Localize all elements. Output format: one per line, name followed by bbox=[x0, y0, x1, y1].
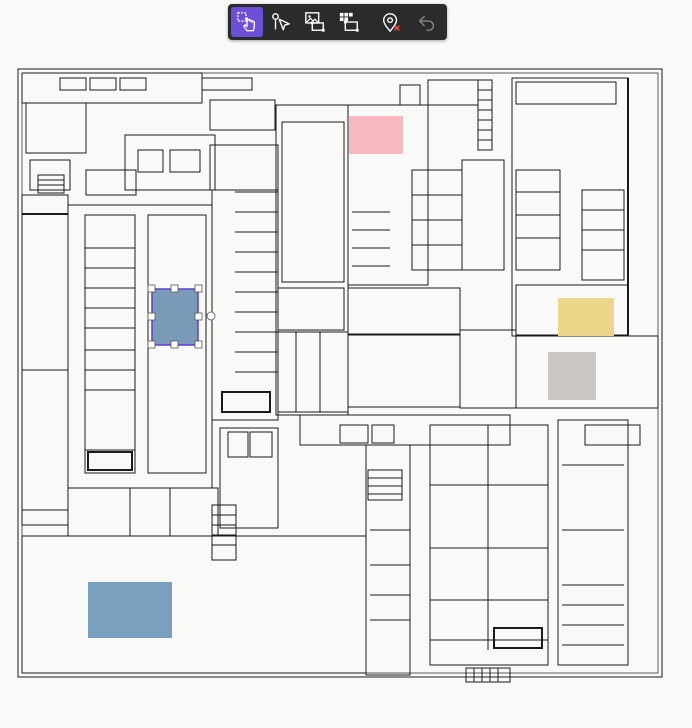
bottom-center-wing bbox=[429, 424, 549, 666]
image-area-button[interactable] bbox=[299, 7, 331, 37]
pink-zone[interactable] bbox=[349, 116, 403, 154]
stairs-center bbox=[367, 469, 403, 501]
rotate-handle[interactable] bbox=[206, 311, 216, 321]
point-select-button[interactable] bbox=[265, 7, 297, 37]
lower-left-area bbox=[21, 535, 367, 674]
resize-handle[interactable] bbox=[170, 340, 179, 349]
image-bounding-box-icon bbox=[305, 12, 325, 32]
grid-bounding-box-icon bbox=[339, 12, 359, 32]
resize-handle[interactable] bbox=[147, 312, 156, 321]
remove-location-button[interactable] bbox=[375, 7, 407, 37]
left-wing bbox=[67, 204, 213, 489]
stairs-bottom bbox=[465, 667, 511, 683]
resize-handle[interactable] bbox=[194, 340, 203, 349]
pointer-hand-select-icon bbox=[237, 12, 255, 32]
resize-handle[interactable] bbox=[147, 340, 156, 349]
undo-arrow-icon bbox=[418, 15, 435, 32]
select-tool-button[interactable] bbox=[231, 7, 263, 37]
resize-handle[interactable] bbox=[147, 284, 156, 293]
stairs-top-left bbox=[37, 174, 65, 194]
bottom-left-wing bbox=[365, 444, 411, 676]
large-hall bbox=[347, 334, 461, 408]
blue-zone[interactable] bbox=[88, 582, 172, 638]
stairs-top-center bbox=[477, 79, 493, 151]
resize-handle[interactable] bbox=[194, 284, 203, 293]
pin-cursor-icon bbox=[272, 13, 290, 31]
center-left-rooms bbox=[211, 189, 279, 421]
outer-boundary bbox=[17, 68, 663, 678]
location-pin-remove-icon bbox=[382, 13, 400, 33]
gray-zone[interactable] bbox=[548, 352, 596, 400]
central-block bbox=[275, 104, 349, 416]
bottom-right-wing bbox=[557, 419, 629, 666]
tool-palette bbox=[228, 4, 447, 40]
left-corridor bbox=[21, 194, 69, 526]
resize-handle[interactable] bbox=[194, 312, 203, 321]
grid-area-button[interactable] bbox=[333, 7, 365, 37]
right-top-wing bbox=[511, 77, 629, 337]
resize-handle[interactable] bbox=[170, 284, 179, 293]
yellow-zone[interactable] bbox=[558, 298, 614, 336]
undo-button[interactable] bbox=[411, 7, 443, 37]
stairs-mid-left bbox=[211, 504, 237, 561]
selected-zone[interactable] bbox=[147, 284, 216, 349]
